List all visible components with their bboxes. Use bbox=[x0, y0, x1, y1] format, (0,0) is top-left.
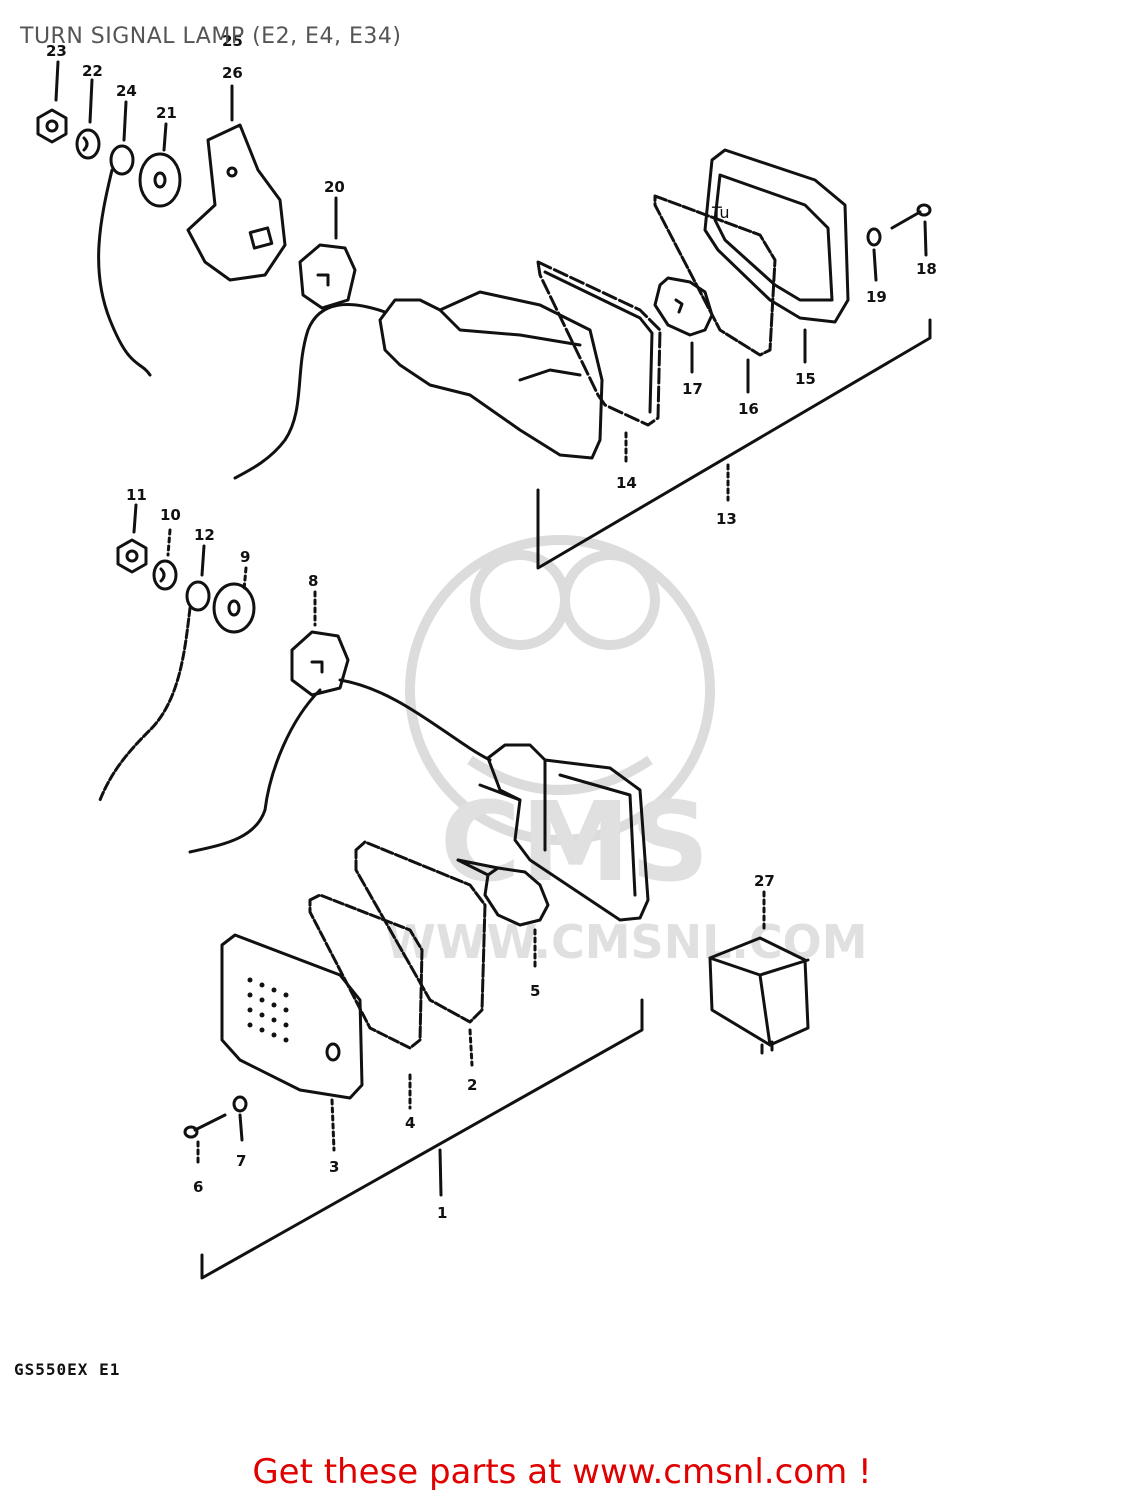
part-19-washer bbox=[866, 227, 882, 247]
label-21: 21 bbox=[156, 104, 177, 122]
part-27-relay bbox=[708, 936, 810, 1055]
label-19: 19 bbox=[866, 288, 887, 306]
lower-assembly-bracket-1 bbox=[200, 998, 644, 1280]
label-2: 2 bbox=[467, 1076, 477, 1094]
diagram-title: TURN SIGNAL LAMP (E2, E4, E34) bbox=[20, 24, 402, 49]
lower-lamp-wire bbox=[188, 678, 492, 854]
part-25-26-bracket bbox=[186, 123, 287, 282]
part-10-washer bbox=[152, 559, 178, 591]
part-5-bulb bbox=[456, 858, 550, 927]
upper-assembly-bracket-13 bbox=[536, 318, 932, 570]
label-18: 18 bbox=[916, 260, 937, 278]
svg-text:Tu: Tu bbox=[711, 203, 729, 222]
part-23-nut bbox=[36, 108, 68, 144]
upper-lamp-housing bbox=[378, 290, 604, 460]
watermark-brand: CMS bbox=[440, 778, 709, 906]
label-9: 9 bbox=[240, 548, 250, 566]
part-number-labels: 23 22 24 21 25 26 20 17 16 15 19 18 14 1… bbox=[46, 32, 937, 1222]
part-14-gasket bbox=[536, 260, 662, 427]
part-8-socket bbox=[290, 630, 350, 697]
parts-store-link[interactable]: Get these parts at www.cmsnl.com ! bbox=[252, 1452, 872, 1492]
watermark-url: WWW.CMSNL.COM bbox=[385, 915, 868, 969]
label-6: 6 bbox=[193, 1178, 203, 1196]
part-16-gasket bbox=[653, 194, 777, 357]
label-7: 7 bbox=[236, 1152, 246, 1170]
label-12: 12 bbox=[194, 526, 215, 544]
part-15-lens: Tu bbox=[703, 148, 850, 324]
label-27: 27 bbox=[754, 872, 775, 890]
label-17: 17 bbox=[682, 380, 703, 398]
label-14: 14 bbox=[616, 474, 637, 492]
label-23: 23 bbox=[46, 42, 67, 60]
part-12-terminal-wire bbox=[98, 580, 211, 802]
label-15: 15 bbox=[795, 370, 816, 388]
label-24: 24 bbox=[116, 82, 137, 100]
lower-lamp-housing bbox=[478, 743, 650, 922]
model-code: GS550EX E1 bbox=[14, 1360, 121, 1379]
label-11: 11 bbox=[126, 486, 147, 504]
label-3: 3 bbox=[329, 1158, 339, 1176]
part-17-bulb bbox=[653, 276, 714, 337]
part-20-socket bbox=[298, 243, 357, 310]
part-4-gasket bbox=[308, 893, 424, 1050]
part-21-washer bbox=[138, 152, 182, 208]
label-13: 13 bbox=[716, 510, 737, 528]
label-20: 20 bbox=[324, 178, 345, 196]
label-1: 1 bbox=[437, 1204, 447, 1222]
part-11-nut bbox=[116, 538, 148, 574]
part-9-washer bbox=[212, 582, 256, 634]
label-25: 25 bbox=[222, 32, 243, 50]
label-22: 22 bbox=[82, 62, 103, 80]
label-8: 8 bbox=[308, 572, 318, 590]
part-7-washer bbox=[232, 1095, 248, 1113]
label-16: 16 bbox=[738, 400, 759, 418]
part-2-gasket bbox=[354, 840, 487, 1024]
label-26: 26 bbox=[222, 64, 243, 82]
upper-lamp-wire bbox=[233, 303, 387, 480]
part-24-terminal-wire bbox=[97, 144, 152, 377]
label-5: 5 bbox=[530, 982, 540, 1000]
part-18-screw bbox=[890, 203, 932, 230]
part-6-screw bbox=[183, 1113, 227, 1139]
part-3-lens bbox=[220, 933, 364, 1100]
label-10: 10 bbox=[160, 506, 181, 524]
label-4: 4 bbox=[405, 1114, 415, 1132]
part-22-washer bbox=[75, 128, 101, 160]
